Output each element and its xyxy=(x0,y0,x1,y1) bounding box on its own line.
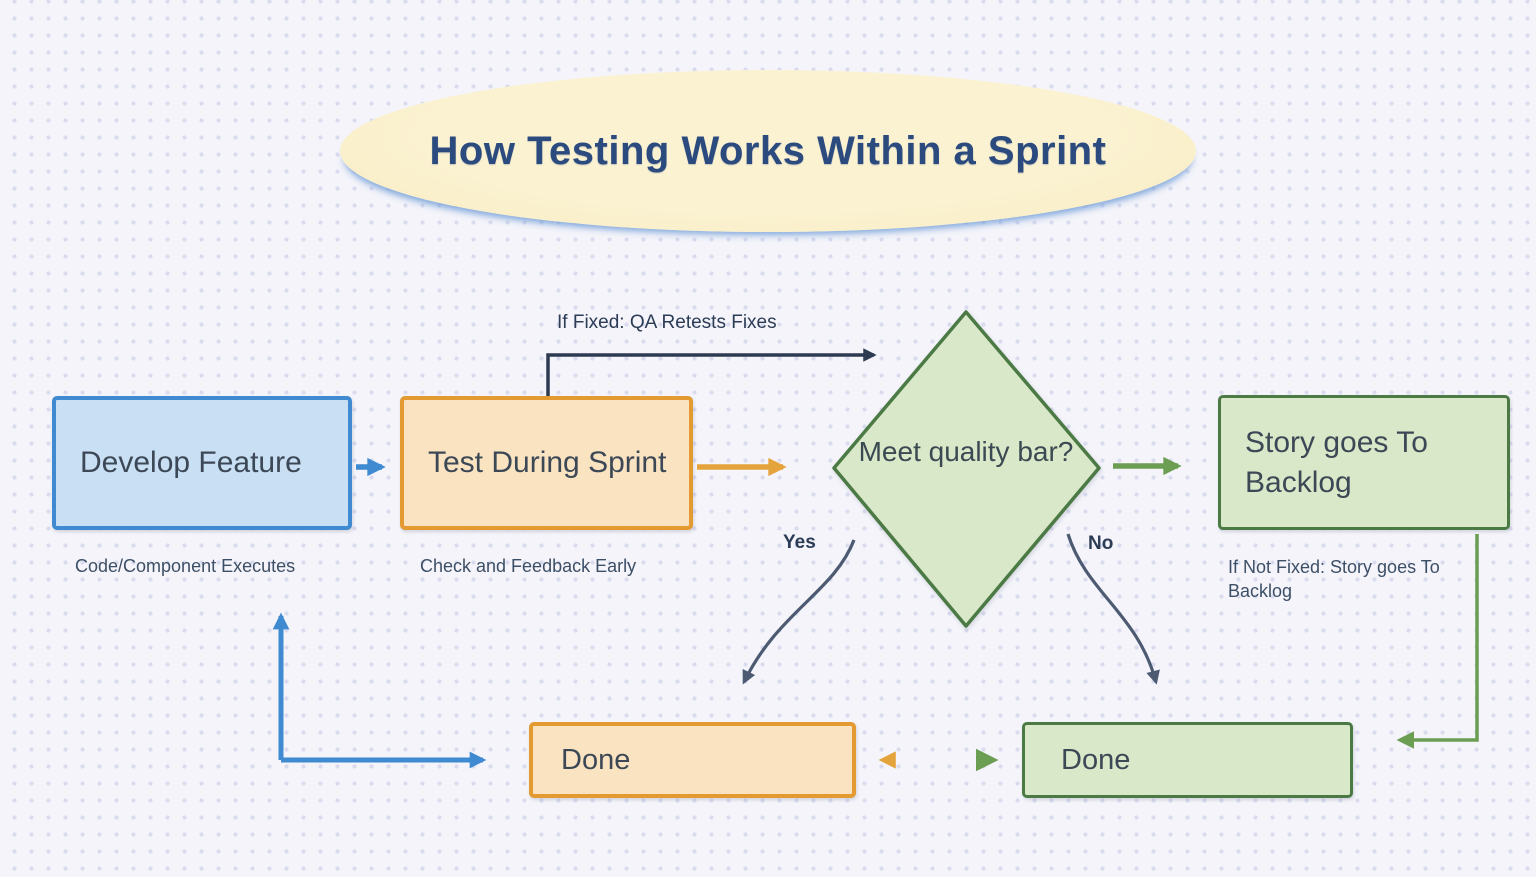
decision-meet-quality-bar-label: Meet quality bar? xyxy=(858,436,1074,467)
diagram-title: How Testing Works Within a Sprint xyxy=(429,128,1107,173)
caption-story-goes-to-backlog: If Not Fixed: Story goes To Backlog xyxy=(1228,557,1440,602)
arrow-if-fixed xyxy=(546,348,877,398)
node-test-during-sprint: Test During Sprint xyxy=(400,396,693,530)
node-done-green: Done xyxy=(1022,722,1353,798)
node-done-orange-label: Done xyxy=(561,743,631,776)
title-ellipse: How Testing Works Within a Sprint xyxy=(340,70,1196,232)
node-develop-feature-label: Develop Feature xyxy=(80,446,302,480)
caption-develop-feature: Code/Component Executes xyxy=(75,556,296,576)
edge-label-no: No xyxy=(1088,533,1114,554)
arrow-yes-to-done xyxy=(742,539,856,685)
node-story-goes-to-backlog-label: Story goes To Backlog xyxy=(1245,425,1428,499)
node-done-green-label: Done xyxy=(1061,743,1131,776)
edge-label-yes: Yes xyxy=(783,532,816,553)
node-story-goes-to-backlog: Story goes To Backlog xyxy=(1218,395,1510,530)
node-done-orange: Done xyxy=(529,722,856,798)
caption-test-during-sprint: Check and Feedback Early xyxy=(420,556,637,576)
edge-label-if-fixed: If Fixed: QA Retests Fixes xyxy=(557,312,777,333)
node-develop-feature: Develop Feature xyxy=(52,396,352,530)
node-test-during-sprint-label: Test During Sprint xyxy=(428,446,667,480)
arrow-no-to-done xyxy=(1066,533,1160,685)
